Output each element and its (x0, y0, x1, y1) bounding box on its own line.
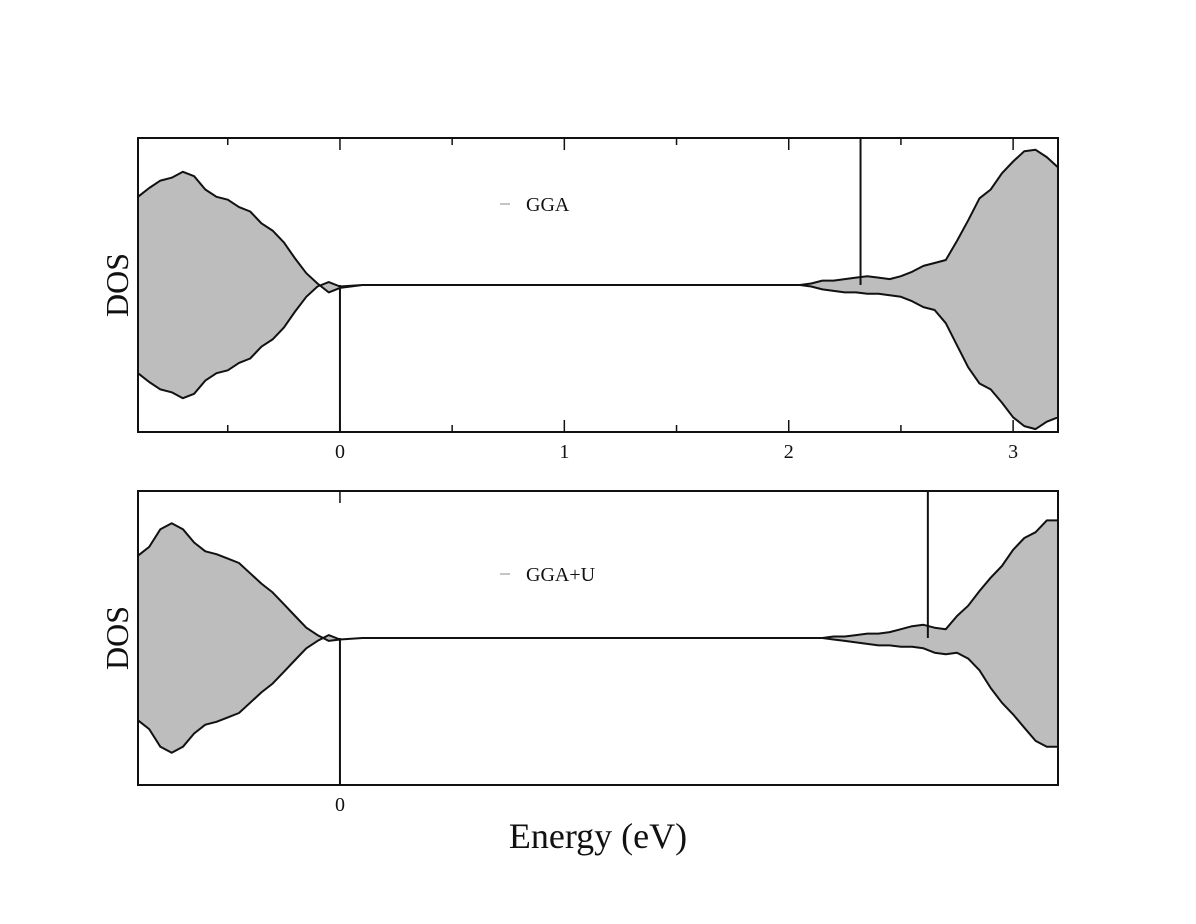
x-tick-label: 1 (559, 441, 569, 463)
dos-area-0 (138, 519, 1058, 754)
legend-label: GGA+U (526, 564, 596, 586)
x-tick-label: 3 (1008, 441, 1018, 463)
legend-label: GGA (526, 194, 570, 216)
gga-panel: 0 1 2 3 GGA DOS (99, 137, 1059, 463)
plot-frame (137, 137, 1059, 433)
x-tick-label: 2 (784, 441, 794, 463)
dos-area-0 (138, 148, 1058, 431)
gga-u-panel: 0 GGA+U DOS (99, 490, 1059, 816)
plot-frame (137, 490, 1059, 786)
x-axis-label: Energy (eV) (509, 816, 687, 856)
y-axis-label: DOS (99, 253, 135, 317)
x-tick-label: 0 (335, 794, 345, 816)
x-tick-label: 0 (335, 441, 345, 463)
y-axis-label: DOS (99, 606, 135, 670)
